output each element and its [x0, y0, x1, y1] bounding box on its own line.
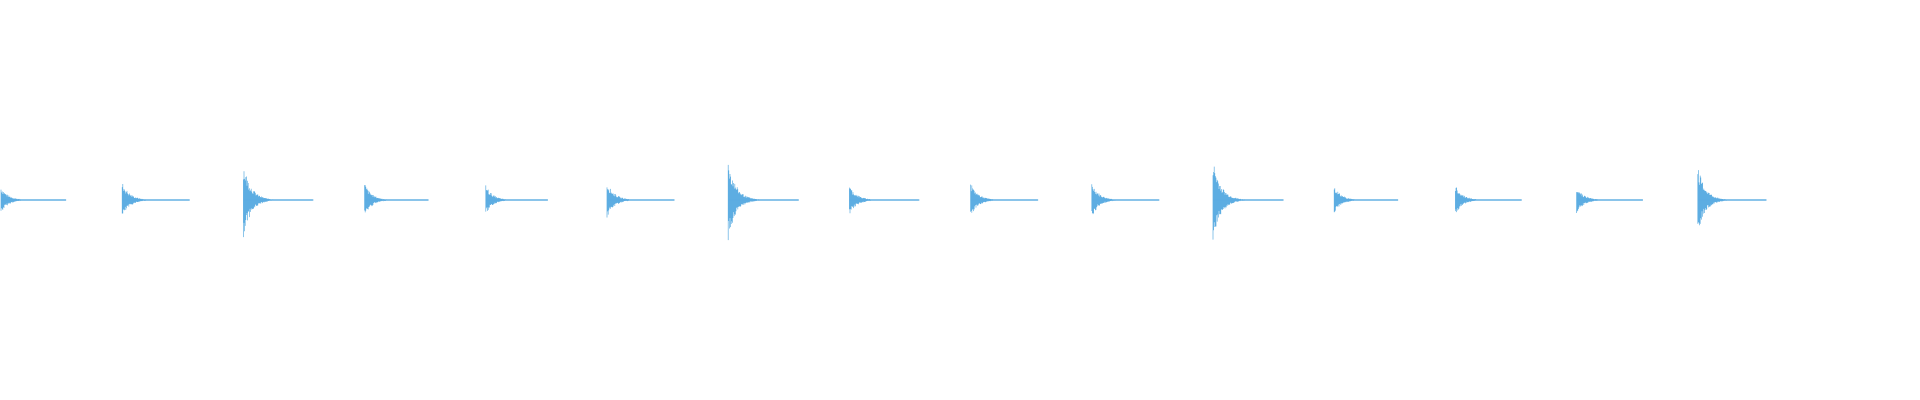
waveform-transients	[0, 164, 1767, 241]
waveform-transient	[1697, 170, 1767, 226]
waveform-transient	[485, 185, 548, 212]
waveform-transient	[121, 183, 190, 214]
waveform-transient	[364, 185, 429, 213]
transient-envelope	[1212, 166, 1284, 240]
waveform-transient	[1212, 166, 1284, 240]
waveform-transient	[243, 171, 314, 238]
waveform-transient	[849, 187, 920, 214]
transient-envelope	[727, 164, 799, 241]
waveform-transient	[1333, 188, 1399, 213]
transient-envelope	[1091, 184, 1160, 215]
transient-envelope	[243, 171, 314, 238]
transient-envelope	[1576, 191, 1643, 213]
transient-envelope	[606, 187, 675, 218]
waveform-transient	[0, 189, 67, 211]
transient-envelope	[1697, 170, 1767, 226]
waveform-transient	[1455, 187, 1522, 213]
waveform-transient	[1091, 184, 1160, 215]
waveform-transient	[606, 187, 675, 218]
transient-envelope	[970, 184, 1039, 213]
transient-envelope	[364, 185, 429, 213]
waveform-transient	[1576, 191, 1643, 213]
waveform-transient	[727, 164, 799, 241]
waveform-transient	[970, 184, 1039, 213]
transient-envelope	[485, 185, 548, 212]
transient-envelope	[121, 183, 190, 214]
